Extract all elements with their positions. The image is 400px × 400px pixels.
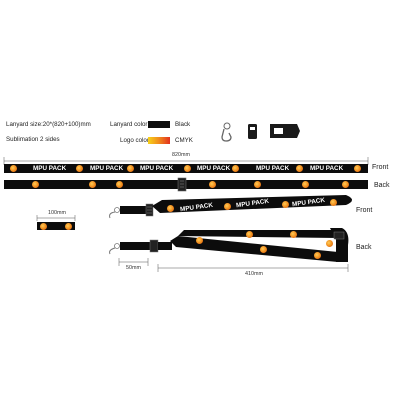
- logo-dot: [302, 181, 309, 188]
- logo-dot: [32, 181, 39, 188]
- logo-dot: [282, 201, 289, 208]
- logo-dot: [260, 246, 267, 253]
- brand-text: MPU PACK: [140, 165, 174, 172]
- flat-strap-front: MPU PACK MPU PACK MPU PACK MPU PACK MPU …: [4, 164, 368, 173]
- logo-dot: [254, 181, 261, 188]
- sublimation-label: Sublimation 2 sides: [6, 136, 60, 143]
- plastic-buckle-icon: [248, 124, 257, 139]
- logo-dot: [224, 203, 231, 210]
- logo-dot: [290, 231, 297, 238]
- brand-text: MPU PACK: [33, 165, 67, 172]
- logo-dot: [184, 165, 191, 172]
- logo-color-swatch: [148, 137, 170, 144]
- brand-text: MPU PACK: [90, 165, 124, 172]
- flat-strap-length-label: 820mm: [172, 152, 190, 158]
- logo-dot: [314, 252, 321, 259]
- logo-dot: [127, 165, 134, 172]
- breakaway-clip-icon: [270, 124, 300, 138]
- logo-dot: [296, 165, 303, 172]
- short-strap-length-label: 100mm: [48, 210, 66, 216]
- logo-dot: [326, 240, 333, 247]
- logo-color-value: CMYK: [175, 137, 193, 144]
- logo-dot: [116, 181, 123, 188]
- lanyard-color-swatch: [148, 121, 170, 128]
- logo-dot: [246, 231, 253, 238]
- flat-front-label: Front: [372, 164, 389, 171]
- short-strap: [37, 222, 75, 230]
- flat-back-label: Back: [374, 182, 390, 189]
- logo-dot: [167, 205, 174, 212]
- logo-dot: [232, 165, 239, 172]
- logo-dot: [65, 222, 72, 230]
- logo-dot: [330, 199, 337, 206]
- assembled-back-label: Back: [356, 244, 372, 251]
- lanyard-size-label: Lanyard size:20*(820+100)mm: [6, 121, 91, 128]
- logo-dot: [354, 165, 361, 172]
- clip-length-label: 50mm: [126, 265, 141, 271]
- logo-dot: [10, 165, 17, 172]
- logo-dot: [209, 181, 216, 188]
- logo-dot: [89, 181, 96, 188]
- logo-dot: [76, 165, 83, 172]
- logo-dot: [342, 181, 349, 188]
- logo-color-label: Logo color:: [120, 137, 151, 144]
- lanyard-color-label: Lanyard color:: [110, 121, 150, 128]
- lanyard-color-value: Black: [175, 121, 191, 128]
- drop-length-label: 410mm: [245, 271, 263, 277]
- logo-dot: [196, 237, 203, 244]
- swivel-hook-icon: [109, 207, 120, 219]
- brand-text: MPU PACK: [197, 165, 231, 172]
- brand-text: MPU PACK: [310, 165, 344, 172]
- swivel-hook-icon: [109, 243, 120, 255]
- assembled-front-label: Front: [356, 207, 373, 214]
- logo-dot: [40, 222, 47, 230]
- swivel-hook-icon: [221, 122, 232, 142]
- brand-text: MPU PACK: [256, 165, 290, 172]
